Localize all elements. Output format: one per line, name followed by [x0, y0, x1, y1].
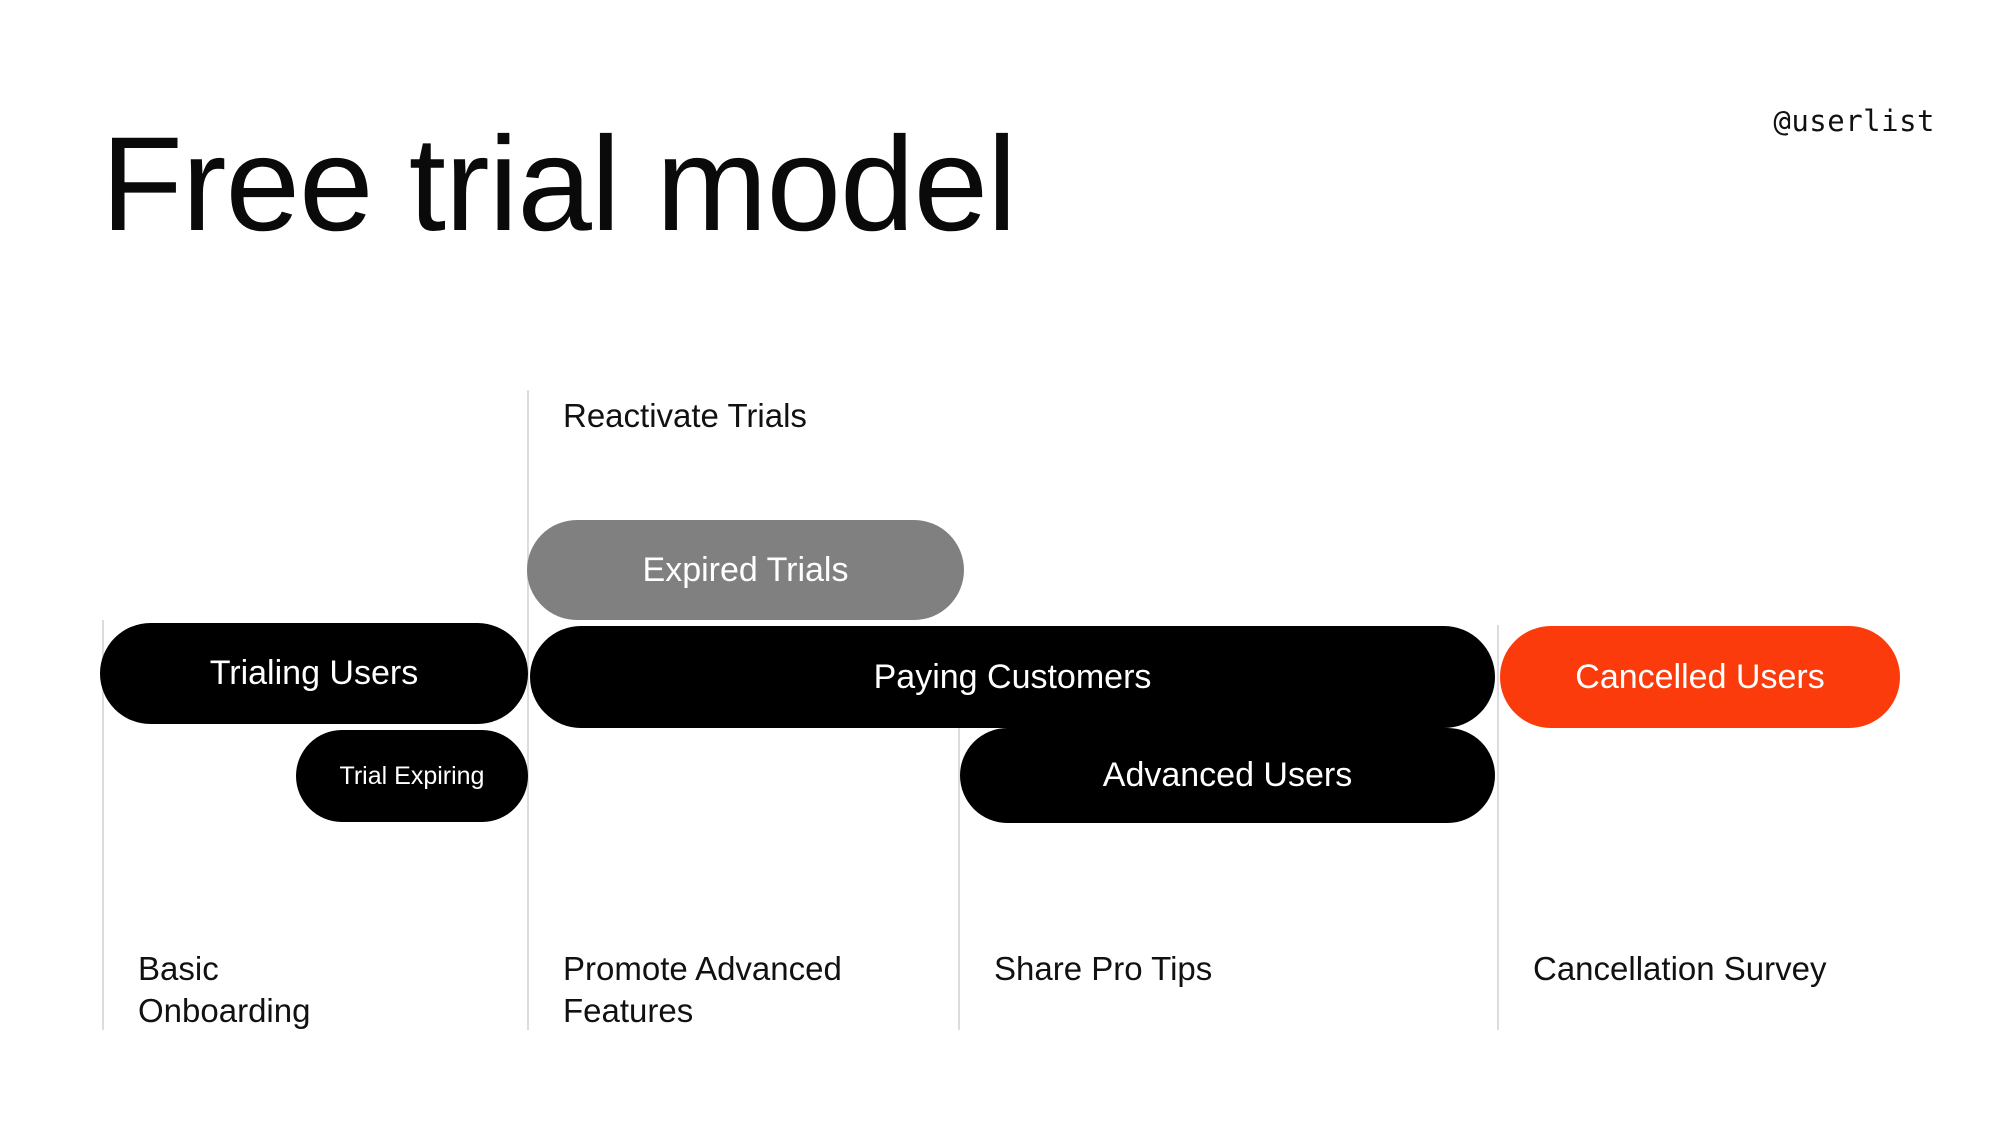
stage-note-promote-advanced-features: Promote Advanced Features [563, 948, 933, 1032]
stage-note-cancellation-survey: Cancellation Survey [1533, 948, 1973, 990]
stage-note-line-1: Cancellation Survey [1533, 950, 1827, 987]
segment-trial-expiring[interactable]: Trial Expiring [296, 730, 528, 822]
divider-line-2 [527, 390, 529, 1030]
segment-cancelled-users-label: Cancelled Users [1575, 657, 1825, 696]
segment-trialing-users-label: Trialing Users [209, 654, 419, 692]
stage-note-line-2: Features [563, 992, 694, 1030]
segment-trialing-users[interactable]: Trialing Users [100, 623, 528, 724]
divider-line-1 [102, 620, 104, 1030]
brand-handle: @userlist [1773, 104, 1935, 138]
stage-note-line-2: Onboarding [138, 992, 311, 1030]
segment-expired-trials[interactable]: Expired Trials [527, 520, 964, 620]
divider-line-3 [958, 722, 960, 1030]
stage-note-basic-onboarding: Basic Onboarding [138, 948, 468, 1032]
stage-note-line-1: Basic [138, 950, 219, 987]
segment-paying-customers[interactable]: Paying Customers [530, 626, 1495, 728]
segment-expired-trials-label: Expired Trials [642, 550, 849, 589]
segment-trial-expiring-label: Trial Expiring [339, 761, 485, 790]
segment-advanced-users[interactable]: Advanced Users [960, 728, 1495, 823]
stage-note-share-pro-tips: Share Pro Tips [994, 948, 1434, 990]
segment-cancelled-users[interactable]: Cancelled Users [1500, 626, 1900, 728]
divider-line-4 [1497, 625, 1499, 1030]
page-title: Free trial model [101, 110, 1017, 259]
segment-advanced-users-label: Advanced Users [1102, 756, 1353, 794]
stage-note-line-1: Promote Advanced [563, 950, 842, 987]
segment-paying-customers-label: Paying Customers [873, 657, 1152, 696]
stage-note-line-1: Share Pro Tips [994, 950, 1213, 987]
top-note-reactivate-trials: Reactivate Trials [563, 397, 807, 434]
